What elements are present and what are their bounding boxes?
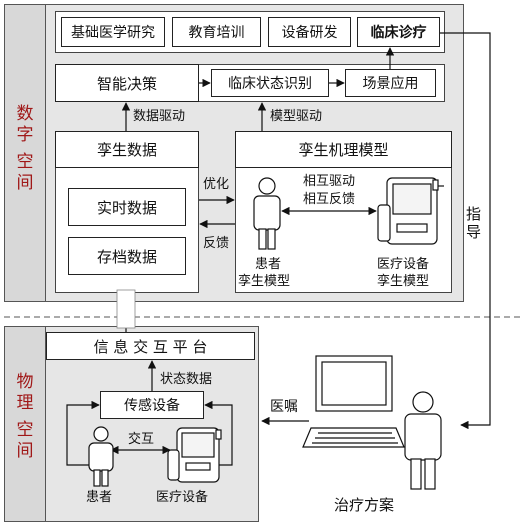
realtime-data-box[interactable]: 实时数据 — [68, 188, 186, 226]
doctor-order-label: 医嘱 — [270, 399, 298, 415]
doctor-icon — [404, 391, 442, 490]
archive-data-box[interactable]: 存档数据 — [68, 237, 186, 275]
device-twin-icon — [377, 177, 444, 245]
digital-space-label: 数 字 空 间 — [16, 104, 34, 193]
optimize-label: 优化 — [203, 177, 230, 192]
device-label: 医疗设备 — [156, 490, 209, 505]
feedback-label: 反馈 — [203, 236, 230, 251]
device-twin-label-1: 医疗设备 — [377, 257, 430, 272]
model-driven-label: 模型驱动 — [270, 109, 323, 124]
twin-model-title: 孪生机理模型 — [235, 131, 452, 168]
medical-device-icon — [167, 427, 222, 483]
patient-label: 患者 — [86, 490, 113, 505]
guide-arrow — [440, 32, 491, 430]
patient-icon — [88, 426, 114, 487]
mutual-drive-label: 相互驱动 — [303, 174, 356, 189]
device-to-sensor-arrow — [204, 400, 233, 466]
guide-label: 指 导 — [466, 205, 482, 241]
sensor-box[interactable]: 传感设备 — [100, 391, 204, 419]
patient-twin-label-1: 患者 — [255, 257, 282, 272]
info-platform-box[interactable]: 信 息 交 互 平 台 — [46, 332, 255, 360]
smart-decision-box[interactable]: 智能决策 — [55, 64, 199, 102]
data-driven-label: 数据驱动 — [133, 109, 186, 124]
mapping-arrow-box — [116, 289, 136, 329]
mutual-feedback-label: 相互反馈 — [303, 192, 356, 207]
tab-education[interactable]: 教育培训 — [172, 17, 261, 47]
tab-clinical[interactable]: 临床诊疗 — [357, 17, 440, 47]
interact-label: 交互 — [128, 432, 155, 447]
clinical-state-box[interactable]: 临床状态识别 — [211, 69, 329, 97]
patient-twin-label-2: 孪生模型 — [238, 274, 291, 289]
treatment-label: 治疗方案 — [334, 496, 395, 514]
tab-basic-research[interactable]: 基础医学研究 — [61, 17, 165, 47]
device-twin-label-2: 孪生模型 — [377, 274, 430, 289]
physical-space-sidebar — [5, 327, 46, 521]
digital-space-sidebar — [5, 5, 46, 301]
patient-twin-icon — [253, 177, 281, 250]
tab-device-rd[interactable]: 设备研发 — [268, 17, 351, 47]
status-data-label: 状态数据 — [160, 372, 213, 387]
physical-space-label: 物 理 空 间 — [16, 372, 34, 461]
patient-to-sensor-arrow — [66, 400, 100, 466]
twin-data-title: 孪生数据 — [55, 131, 199, 168]
scene-app-box[interactable]: 场景应用 — [345, 69, 436, 97]
computer-icon — [302, 355, 405, 448]
